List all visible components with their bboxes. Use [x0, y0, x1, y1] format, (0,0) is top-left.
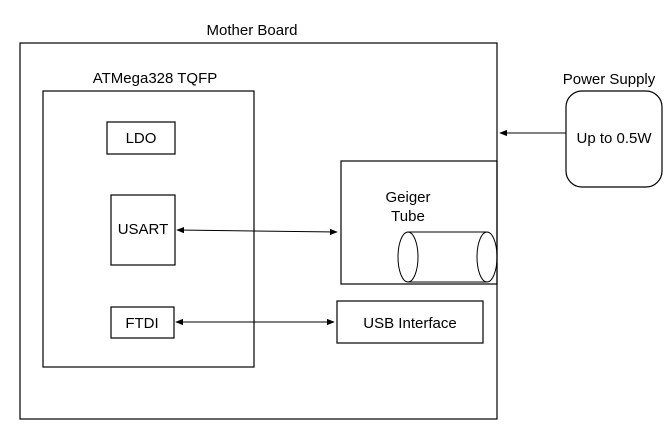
ftdi-box: [110, 306, 175, 339]
ldo-box: [106, 121, 176, 155]
geiger-tube-icon: [397, 231, 498, 283]
ldo-label: LDO: [126, 130, 157, 147]
usart-label: USART: [118, 221, 169, 238]
power-supply-title: Power Supply: [563, 71, 656, 88]
mother-board-label: Mother Board: [207, 22, 298, 39]
geiger-box: [340, 160, 498, 285]
ftdi-label: FTDI: [125, 315, 158, 332]
power-supply-value: Up to 0.5W: [576, 130, 652, 147]
power-supply-box: [565, 90, 663, 188]
mcu-label: ATMega328 TQFP: [93, 70, 218, 87]
usart-box: [110, 194, 176, 266]
usb-label: USB Interface: [363, 315, 456, 332]
geiger-label-line2: Tube: [391, 208, 425, 225]
usb-box: [336, 300, 484, 344]
geiger-label-line1: Geiger: [385, 189, 430, 206]
usart-geiger-arrow: [176, 226, 338, 236]
